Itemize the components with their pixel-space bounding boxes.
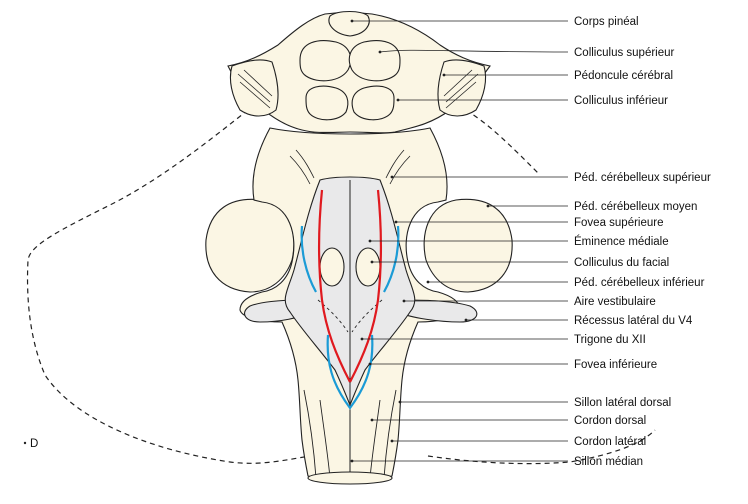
blue-line-left-upper	[300, 225, 317, 293]
label-pedoncule-cerebral: Pédoncule cérébral	[574, 70, 673, 82]
label-fovea-inferieure: Fovea inférieure	[574, 359, 657, 371]
label-ped-cerebelleux-superieur: Péd. cérébelleux supérieur	[574, 172, 711, 184]
pineal-body	[328, 10, 370, 37]
label-colliculus-inferieur: Colliculus inférieur	[574, 95, 668, 107]
cerebellum-dashed-outline	[26, 109, 656, 465]
facial-colliculus-left	[319, 247, 345, 287]
leader-lines	[352, 20, 569, 462]
blue-line-right-upper	[383, 225, 400, 293]
superior-colliculus-left	[299, 40, 352, 82]
label-colliculus-du-facial: Colliculus du facial	[574, 257, 669, 269]
middle-cerebellar-peduncle-right	[423, 198, 513, 293]
medulla-base-oval	[307, 471, 393, 485]
inferior-colliculus-right	[351, 85, 395, 121]
label-colliculus-superieur: Colliculus supérieur	[574, 47, 675, 59]
label-sillon-lateral-dorsal: Sillon latéral dorsal	[574, 397, 671, 409]
orientation-dot	[23, 441, 27, 445]
inferior-colliculus-left	[305, 85, 349, 121]
middle-cerebellar-peduncle-left	[205, 198, 295, 293]
red-line-right	[349, 189, 383, 383]
label-fovea-superieure: Fovea supérieure	[574, 217, 664, 229]
medulla-column-lines	[303, 389, 397, 479]
label-eminence-mediale: Éminence médiale	[574, 235, 669, 248]
label-cordon-lateral: Cordon latéral	[574, 436, 646, 448]
label-sillon-median: Sillon médian	[574, 456, 643, 468]
blue-line-inferior	[326, 334, 374, 410]
label-ped-cerebelleux-moyen: Péd. cérébelleux moyen	[574, 201, 697, 213]
label-ped-cerebelleux-inferieur: Péd. cérébelleux inférieur	[574, 277, 705, 289]
superior-colliculus-right	[348, 40, 401, 82]
orientation-label: D	[30, 438, 38, 450]
label-recessus-lateral-v4: Récessus latéral du V4	[574, 315, 693, 327]
label-cordon-dorsal: Cordon dorsal	[574, 415, 646, 427]
leader-dots	[350, 19, 490, 463]
facial-colliculus-right	[355, 247, 381, 287]
label-trigone-xii: Trigone du XII	[574, 334, 646, 346]
label-aire-vestibulaire: Aire vestibulaire	[574, 296, 656, 308]
superior-cerebellar-peduncle-striations	[289, 149, 411, 185]
peduncle-striations	[237, 69, 479, 109]
red-line-left	[317, 189, 351, 383]
label-corps-pineal: Corps pinéal	[574, 16, 639, 28]
